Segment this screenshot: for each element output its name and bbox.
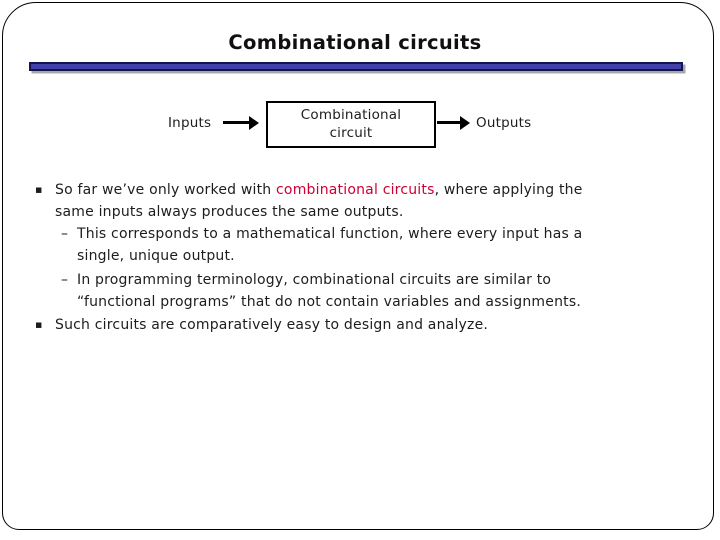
bullet-item: ▪ Such circuits are comparatively easy to… xyxy=(0,314,720,336)
title-rule-bar xyxy=(29,62,683,71)
text-line: Such circuits are comparatively easy to … xyxy=(55,314,720,336)
page-title: Combinational circuits xyxy=(228,31,482,54)
text-segment: In programming terminology, combinationa… xyxy=(77,272,552,288)
text-line: “functional programs” that do not contai… xyxy=(77,291,720,313)
input-arrow-right-icon xyxy=(249,115,259,130)
text-segment: So far we’ve only worked with xyxy=(55,182,277,198)
text-segment: single, unique output. xyxy=(77,248,235,264)
dash-bullet-icon: – xyxy=(61,226,69,242)
bullet-item: ▪ So far we’ve only worked with combinati… xyxy=(0,179,720,223)
inputs-label: Inputs xyxy=(168,115,212,131)
text-segment: same inputs always produces the same out… xyxy=(55,204,404,220)
slide-body: ▪ So far we’ve only worked with combinati… xyxy=(0,179,720,336)
dash-bullet-icon: – xyxy=(61,272,69,288)
text-line: single, unique output. xyxy=(77,245,720,267)
slide-border xyxy=(2,2,714,530)
sub-bullet-item: –In programming terminology, combination… xyxy=(0,269,720,313)
combinational-circuit-box: Combinational circuit xyxy=(266,101,436,148)
highlighted-term: combinational circuits xyxy=(276,182,435,198)
text-line: So far we’ve only worked with combinatio… xyxy=(55,179,720,201)
text-segment: This corresponds to a mathematical funct… xyxy=(77,226,583,242)
input-arrow-line xyxy=(223,121,251,124)
sub-bullet-item: –This corresponds to a mathematical func… xyxy=(0,223,720,267)
text-line: same inputs always produces the same out… xyxy=(55,201,720,223)
text-line: This corresponds to a mathematical funct… xyxy=(77,223,720,245)
text-segment: Such circuits are comparatively easy to … xyxy=(55,317,489,333)
output-arrow-right-icon xyxy=(460,115,470,130)
output-arrow-line xyxy=(437,121,462,124)
square-bullet-icon: ▪ xyxy=(35,318,43,331)
outputs-label: Outputs xyxy=(476,115,532,131)
square-bullet-icon: ▪ xyxy=(35,183,43,196)
text-line: In programming terminology, combinationa… xyxy=(77,269,720,291)
text-segment: , where applying the xyxy=(434,182,583,198)
circuit-box-label-line1: Combinational xyxy=(300,107,402,123)
circuit-box-label-line2: circuit xyxy=(329,125,373,141)
text-segment: “functional programs” that do not contai… xyxy=(77,294,581,310)
